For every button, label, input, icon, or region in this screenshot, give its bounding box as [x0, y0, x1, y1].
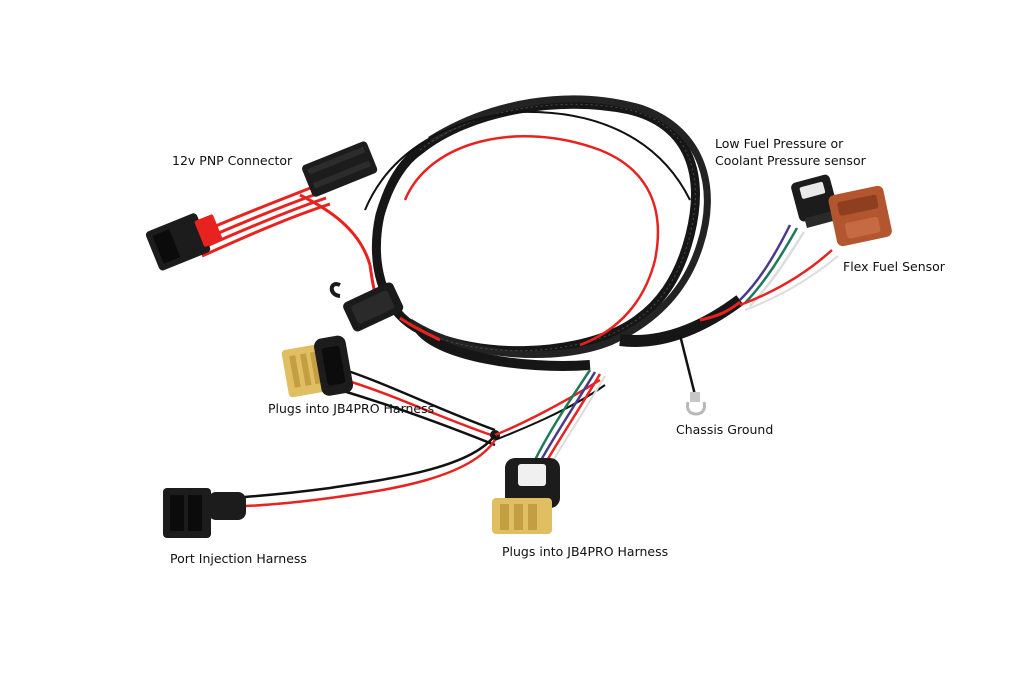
jb4pro-plug-icon [281, 335, 501, 447]
connector-12v-pnp-icon [145, 141, 378, 271]
jb4pro-yellow-plug-icon [492, 458, 560, 534]
braided-sleeve-loop [371, 95, 744, 371]
fuse-holder-icon [329, 264, 441, 342]
label-flex-fuel: Flex Fuel Sensor [843, 258, 945, 275]
label-jb4pro-upper-text: Plugs into JB4PRO Harness [268, 401, 435, 416]
label-pnp-connector: 12v PNP Connector [172, 152, 292, 169]
label-fuel-pressure-line1: Low Fuel Pressure or [715, 136, 844, 151]
black-wire-loop [364, 110, 691, 211]
label-fuel-pressure: Low Fuel Pressure or Coolant Pressure se… [715, 135, 866, 169]
label-chassis-ground: Chassis Ground [676, 421, 773, 438]
label-jb4pro-lower-text: Plugs into JB4PRO Harness [502, 544, 669, 559]
label-port-injection: Port Injection Harness [170, 550, 307, 567]
label-jb4pro-upper: Plugs into JB4PRO Harness [268, 400, 434, 417]
sensor-wire-bundle [699, 224, 839, 322]
lower-wire-bundle [244, 369, 606, 508]
flex-fuel-sensor-plug-icon [828, 185, 892, 247]
label-fuel-pressure-line2: Coolant Pressure sensor [715, 153, 866, 168]
pressure-sensor-plug-icon [791, 174, 838, 229]
label-flex-fuel-text: Flex Fuel Sensor [843, 259, 945, 274]
label-port-injection-text: Port Injection Harness [170, 551, 307, 566]
red-wire-loop [403, 134, 660, 347]
port-injection-plug-icon [163, 488, 246, 538]
label-pnp-connector-text: 12v PNP Connector [172, 153, 293, 168]
ring-terminal-icon [678, 334, 706, 416]
label-chassis-ground-text: Chassis Ground [676, 422, 774, 437]
label-jb4pro-lower: Plugs into JB4PRO Harness [502, 543, 668, 560]
